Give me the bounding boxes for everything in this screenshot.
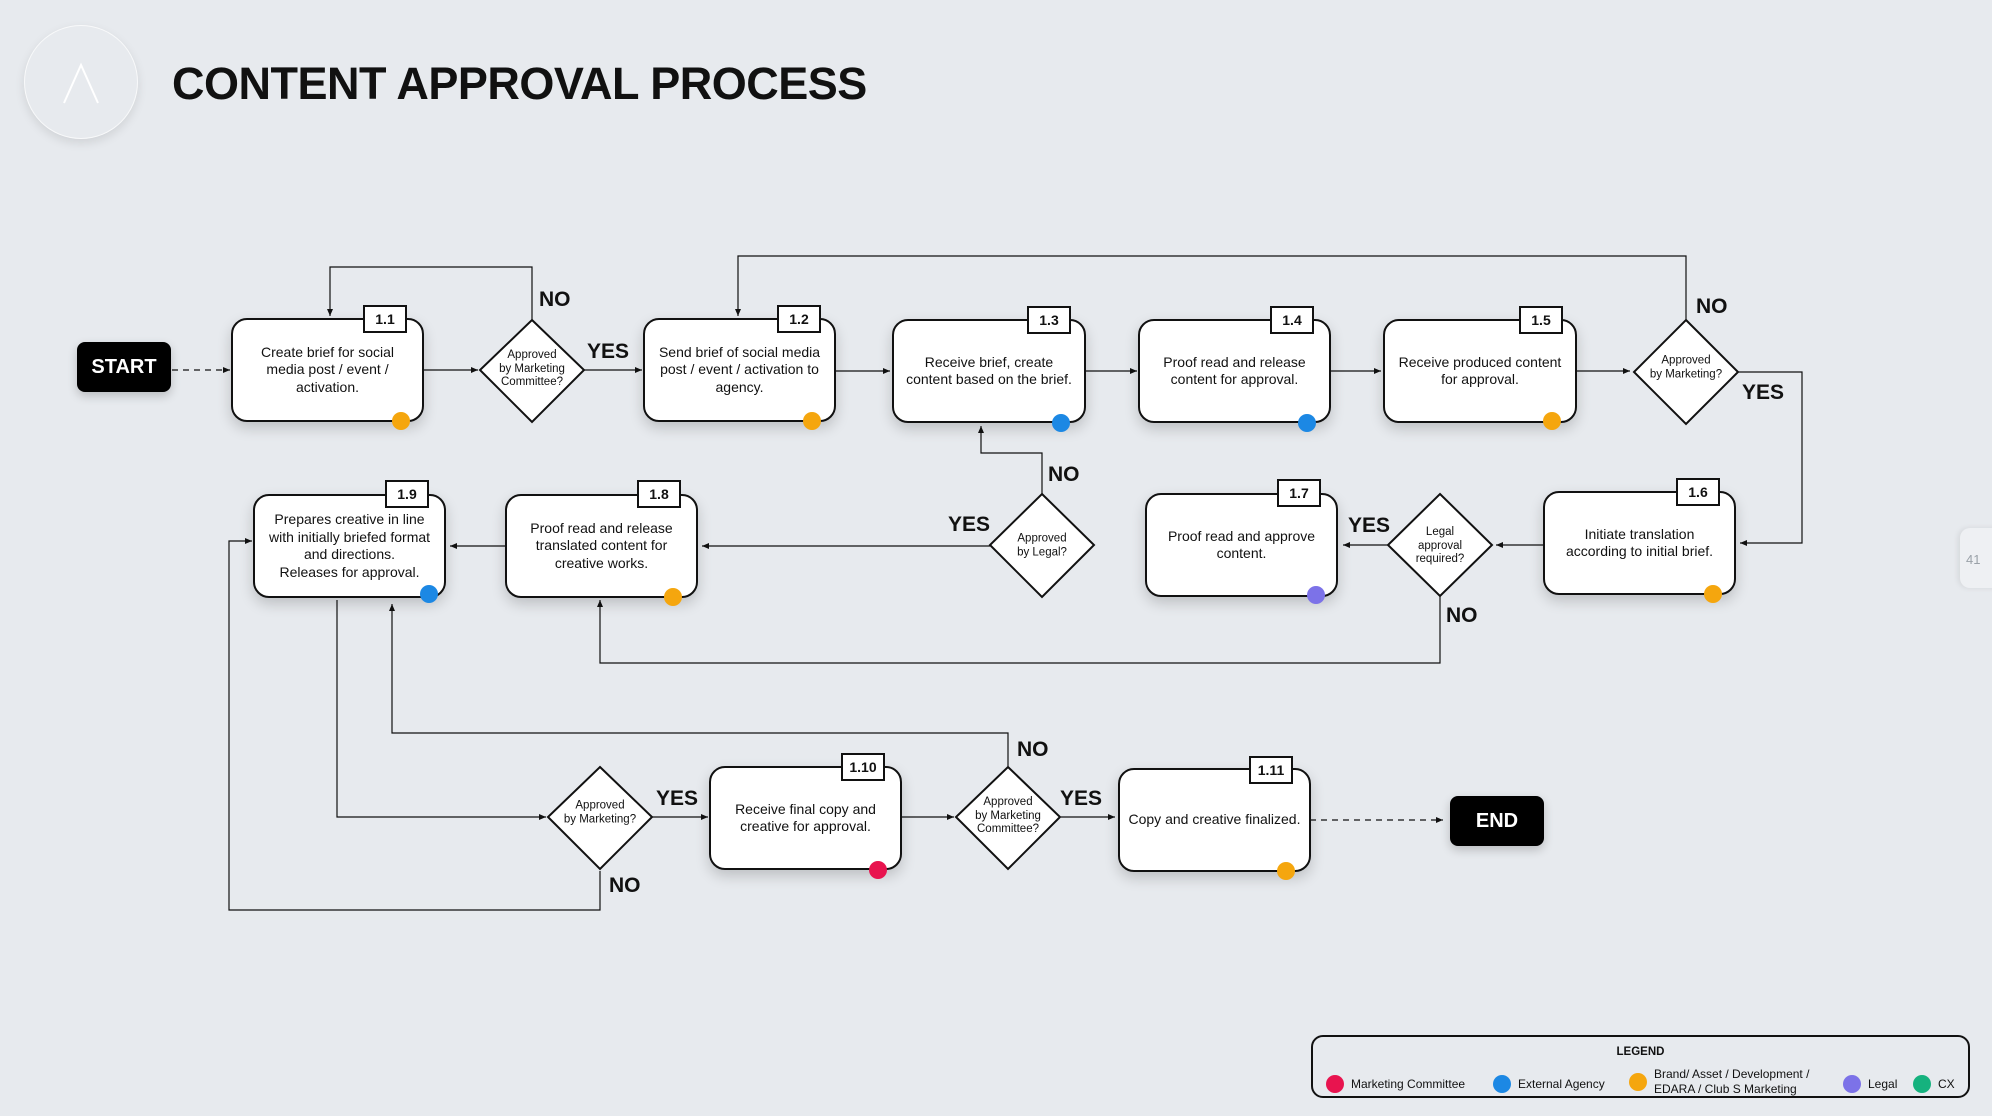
step-1-6-role-dot (1704, 585, 1722, 603)
decision-committee-2-label: Approved by Marketing Committee? (975, 795, 1041, 835)
step-1-9: Prepares creative in line with initially… (253, 494, 446, 598)
legend-dot (1913, 1075, 1931, 1093)
d5-yes-label: YES (656, 787, 699, 810)
legend-item-marketing-committee: Marketing Committee (1326, 1075, 1465, 1093)
legend-item-legal: Legal (1843, 1075, 1897, 1093)
step-1-11-role-dot (1277, 862, 1295, 880)
step-1-10-number: 1.10 (841, 753, 885, 781)
step-1-9-text: Prepares creative in line with initially… (268, 511, 431, 580)
step-1-3-role-dot (1052, 414, 1070, 432)
step-1-7-text: Proof read and approve content. (1167, 527, 1316, 562)
legend-dot (1493, 1075, 1511, 1093)
step-1-3-number: 1.3 (1027, 306, 1071, 334)
d2-no-label: NO (1696, 295, 1728, 318)
d4-yes-label: YES (948, 513, 991, 536)
decision-legal-required (1386, 492, 1494, 598)
decision-legal-approval-label: Approved by Legal? (1017, 532, 1067, 559)
step-1-11-number: 1.11 (1249, 756, 1293, 784)
step-1-8-number: 1.8 (637, 480, 681, 508)
step-1-10-role-dot (869, 861, 887, 879)
decision-marketing-1 (1632, 318, 1740, 426)
decision-marketing-1-label: Approved by Marketing? (1649, 354, 1723, 381)
d6-no-label: NO (1017, 738, 1049, 761)
step-1-1-number: 1.1 (363, 305, 407, 333)
legend-item-cx: CX (1913, 1075, 1955, 1093)
step-1-2: Send brief of social media post / event … (643, 318, 836, 422)
step-1-5-text: Receive produced content for approval. (1398, 353, 1562, 388)
step-1-7: Proof read and approve content. (1145, 493, 1338, 597)
d3-yes-label: YES (1348, 514, 1391, 537)
legend-label: CX (1938, 1076, 1955, 1091)
step-1-9-number: 1.9 (385, 480, 429, 508)
page-title: CONTENT APPROVAL PROCESS (172, 58, 867, 109)
logo (24, 25, 138, 139)
step-1-3-text: Receive brief, create content based on t… (906, 353, 1072, 388)
decision-marketing-2 (546, 765, 654, 871)
step-1-5: Receive produced content for approval. (1383, 319, 1577, 423)
step-1-10-text: Receive final copy and creative for appr… (735, 800, 876, 835)
step-1-1: Create brief for social media post / eve… (231, 318, 424, 422)
step-1-11-text: Copy and creative finalized. (1128, 811, 1301, 828)
step-1-4-role-dot (1298, 414, 1316, 432)
step-1-3: Receive brief, create content based on t… (892, 319, 1086, 423)
step-1-5-role-dot (1543, 412, 1561, 430)
legend-item-brand: Brand/ Asset / Development / EDARA / Clu… (1629, 1067, 1809, 1097)
legend-dot (1326, 1075, 1344, 1093)
legend-label: External Agency (1518, 1076, 1605, 1091)
d6-yes-label: YES (1060, 787, 1103, 810)
logo-icon (63, 62, 99, 104)
step-1-9-role-dot (420, 585, 438, 603)
step-1-8: Proof read and release translated conten… (505, 494, 698, 598)
step-1-4: Proof read and release content for appro… (1138, 319, 1331, 423)
step-1-6-number: 1.6 (1676, 478, 1720, 506)
d5-no-label: NO (609, 874, 641, 897)
legend-label: Legal (1868, 1076, 1898, 1091)
step-1-2-role-dot (803, 412, 821, 430)
legend: LEGEND Marketing Committee External Agen… (1311, 1035, 1970, 1098)
step-1-7-role-dot (1307, 586, 1325, 604)
decision-committee-2 (954, 765, 1062, 871)
step-1-7-number: 1.7 (1277, 479, 1321, 507)
step-1-2-text: Send brief of social media post / event … (658, 343, 821, 395)
start-terminal: START (77, 342, 171, 392)
step-1-8-text: Proof read and release translated conten… (530, 519, 673, 571)
legend-title: LEGEND (1616, 1046, 1665, 1058)
decision-committee-1 (478, 318, 586, 424)
page-tab[interactable] (1960, 528, 1992, 588)
d2-yes-label: YES (1742, 381, 1785, 404)
decision-legal-approval (988, 492, 1096, 599)
legend-label: Marketing Committee (1351, 1076, 1466, 1091)
decision-marketing-2-label: Approved by Marketing? (563, 799, 637, 826)
step-1-6-text: Initiate translation according to initia… (1565, 525, 1714, 560)
legend-dot (1629, 1073, 1647, 1091)
decision-legal-required-label: Legal approval required? (1415, 525, 1465, 565)
d1-no-label: NO (539, 288, 571, 311)
d3-no-label: NO (1446, 604, 1478, 627)
legend-item-external-agency: External Agency (1493, 1075, 1605, 1093)
step-1-2-number: 1.2 (777, 305, 821, 333)
d1-yes-label: YES (587, 340, 630, 363)
end-terminal: END (1450, 796, 1544, 846)
step-1-4-text: Proof read and release content for appro… (1163, 353, 1306, 388)
decision-committee-1-label: Approved by Marketing Committee? (499, 348, 565, 388)
d4-no-label: NO (1048, 463, 1080, 486)
step-1-4-number: 1.4 (1270, 306, 1314, 334)
legend-label: Brand/ Asset / Development / EDARA / Clu… (1654, 1067, 1810, 1096)
step-1-6: Initiate translation according to initia… (1543, 491, 1736, 595)
page-number: 41 (1966, 552, 1981, 567)
step-1-8-role-dot (664, 588, 682, 606)
step-1-11: Copy and creative finalized. (1118, 768, 1311, 872)
step-1-1-text: Create brief for social media post / eve… (260, 343, 395, 395)
step-1-10: Receive final copy and creative for appr… (709, 766, 902, 870)
step-1-5-number: 1.5 (1519, 306, 1563, 334)
legend-dot (1843, 1075, 1861, 1093)
step-1-1-role-dot (392, 412, 410, 430)
